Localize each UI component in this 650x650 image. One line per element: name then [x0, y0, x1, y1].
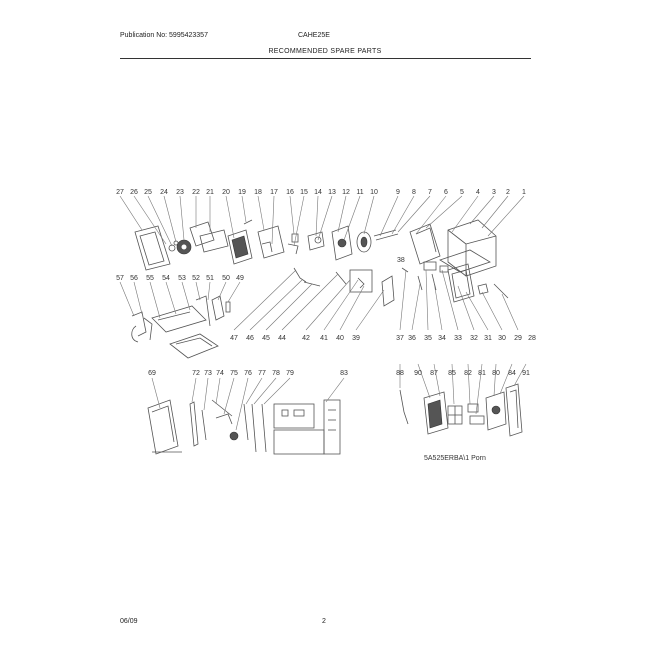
callout-16: 16 — [286, 189, 294, 196]
callout-32: 32 — [470, 335, 478, 342]
footer-date: 06/09 — [120, 618, 138, 625]
callout-45: 45 — [262, 335, 270, 342]
callout-57: 57 — [116, 275, 124, 282]
callout-29: 29 — [514, 335, 522, 342]
callout-44: 44 — [278, 335, 286, 342]
callout-90: 90 — [414, 370, 422, 377]
row1-parts — [134, 219, 497, 277]
callout-4: 4 — [476, 189, 480, 196]
callout-21: 21 — [206, 189, 214, 196]
callout-81: 81 — [478, 370, 486, 377]
callout-22: 22 — [192, 189, 200, 196]
callout-55: 55 — [146, 275, 154, 282]
row2-parts — [131, 261, 509, 359]
callout-25: 25 — [144, 189, 152, 196]
callout-39: 39 — [352, 335, 360, 342]
callout-51: 51 — [206, 275, 214, 282]
callout-10: 10 — [370, 189, 378, 196]
callout-83: 83 — [340, 370, 348, 377]
model-number: CAHE25E — [298, 32, 330, 39]
row2-bottom-callouts: 47 46 45 44 42 41 40 39 37 36 35 34 33 32 31 30 29 28 — [230, 335, 536, 342]
row1-leaders — [119, 195, 525, 247]
callout-80: 80 — [492, 370, 500, 377]
callout-2: 2 — [506, 189, 510, 196]
callout-47: 47 — [230, 335, 238, 342]
callout-82: 82 — [464, 370, 472, 377]
callout-42: 42 — [302, 335, 310, 342]
row2-leaders — [119, 269, 519, 331]
callout-12: 12 — [342, 189, 350, 196]
diagram-code: 5A525ERBA\1 Porn — [424, 455, 486, 462]
callout-88: 88 — [396, 370, 404, 377]
callout-35: 35 — [424, 335, 432, 342]
callout-18: 18 — [254, 189, 262, 196]
callout-75: 75 — [230, 370, 238, 377]
callout-72: 72 — [192, 370, 200, 377]
callout-37: 37 — [396, 335, 404, 342]
callout-26: 26 — [130, 189, 138, 196]
callout-52: 52 — [192, 275, 200, 282]
callout-34: 34 — [438, 335, 446, 342]
callout-91: 91 — [522, 370, 530, 377]
row3-leaders — [151, 363, 527, 431]
callout-87: 87 — [430, 370, 438, 377]
callout-30: 30 — [498, 335, 506, 342]
callout-17: 17 — [270, 189, 278, 196]
callout-13: 13 — [328, 189, 336, 196]
callout-5: 5 — [460, 189, 464, 196]
callout-49: 49 — [236, 275, 244, 282]
callout-20: 20 — [222, 189, 230, 196]
callout-79: 79 — [286, 370, 294, 377]
callout-33: 33 — [454, 335, 462, 342]
callout-38: 38 — [397, 257, 405, 264]
callout-8: 8 — [412, 189, 416, 196]
row2-top-callouts: 57 56 55 54 53 52 51 50 49 — [116, 275, 244, 282]
page-number: 2 — [322, 618, 326, 625]
callout-78: 78 — [272, 370, 280, 377]
callout-84: 84 — [508, 370, 516, 377]
callout-31: 31 — [484, 335, 492, 342]
callout-53: 53 — [178, 275, 186, 282]
callout-9: 9 — [396, 189, 400, 196]
callout-36: 36 — [408, 335, 416, 342]
callout-56: 56 — [130, 275, 138, 282]
callout-46: 46 — [246, 335, 254, 342]
callout-14: 14 — [314, 189, 322, 196]
callout-54: 54 — [162, 275, 170, 282]
callout-74: 74 — [216, 370, 224, 377]
callout-15: 15 — [300, 189, 308, 196]
callout-85: 85 — [448, 370, 456, 377]
callout-6: 6 — [444, 189, 448, 196]
callout-50: 50 — [222, 275, 230, 282]
callout-40: 40 — [336, 335, 344, 342]
callout-76: 76 — [244, 370, 252, 377]
callout-73: 73 — [204, 370, 212, 377]
callout-7: 7 — [428, 189, 432, 196]
callout-41: 41 — [320, 335, 328, 342]
callout-24: 24 — [160, 189, 168, 196]
publication-number: Publication No: 5995423357 — [120, 32, 208, 39]
row3-callouts: 69 72 73 74 75 76 77 78 79 83 88 90 87 85 82 81 80 84 91 — [148, 370, 530, 377]
callout-1: 1 — [522, 189, 526, 196]
page-title: RECOMMENDED SPARE PARTS — [268, 48, 382, 55]
callout-28: 28 — [528, 335, 536, 342]
callout-69: 69 — [148, 370, 156, 377]
callout-27: 27 — [116, 189, 124, 196]
callout-11: 11 — [356, 189, 363, 196]
header-rule — [120, 58, 531, 59]
callout-3: 3 — [492, 189, 496, 196]
row3-parts — [147, 383, 523, 455]
callout-19: 19 — [238, 189, 246, 196]
callout-23: 23 — [176, 189, 184, 196]
callout-77: 77 — [258, 370, 266, 377]
